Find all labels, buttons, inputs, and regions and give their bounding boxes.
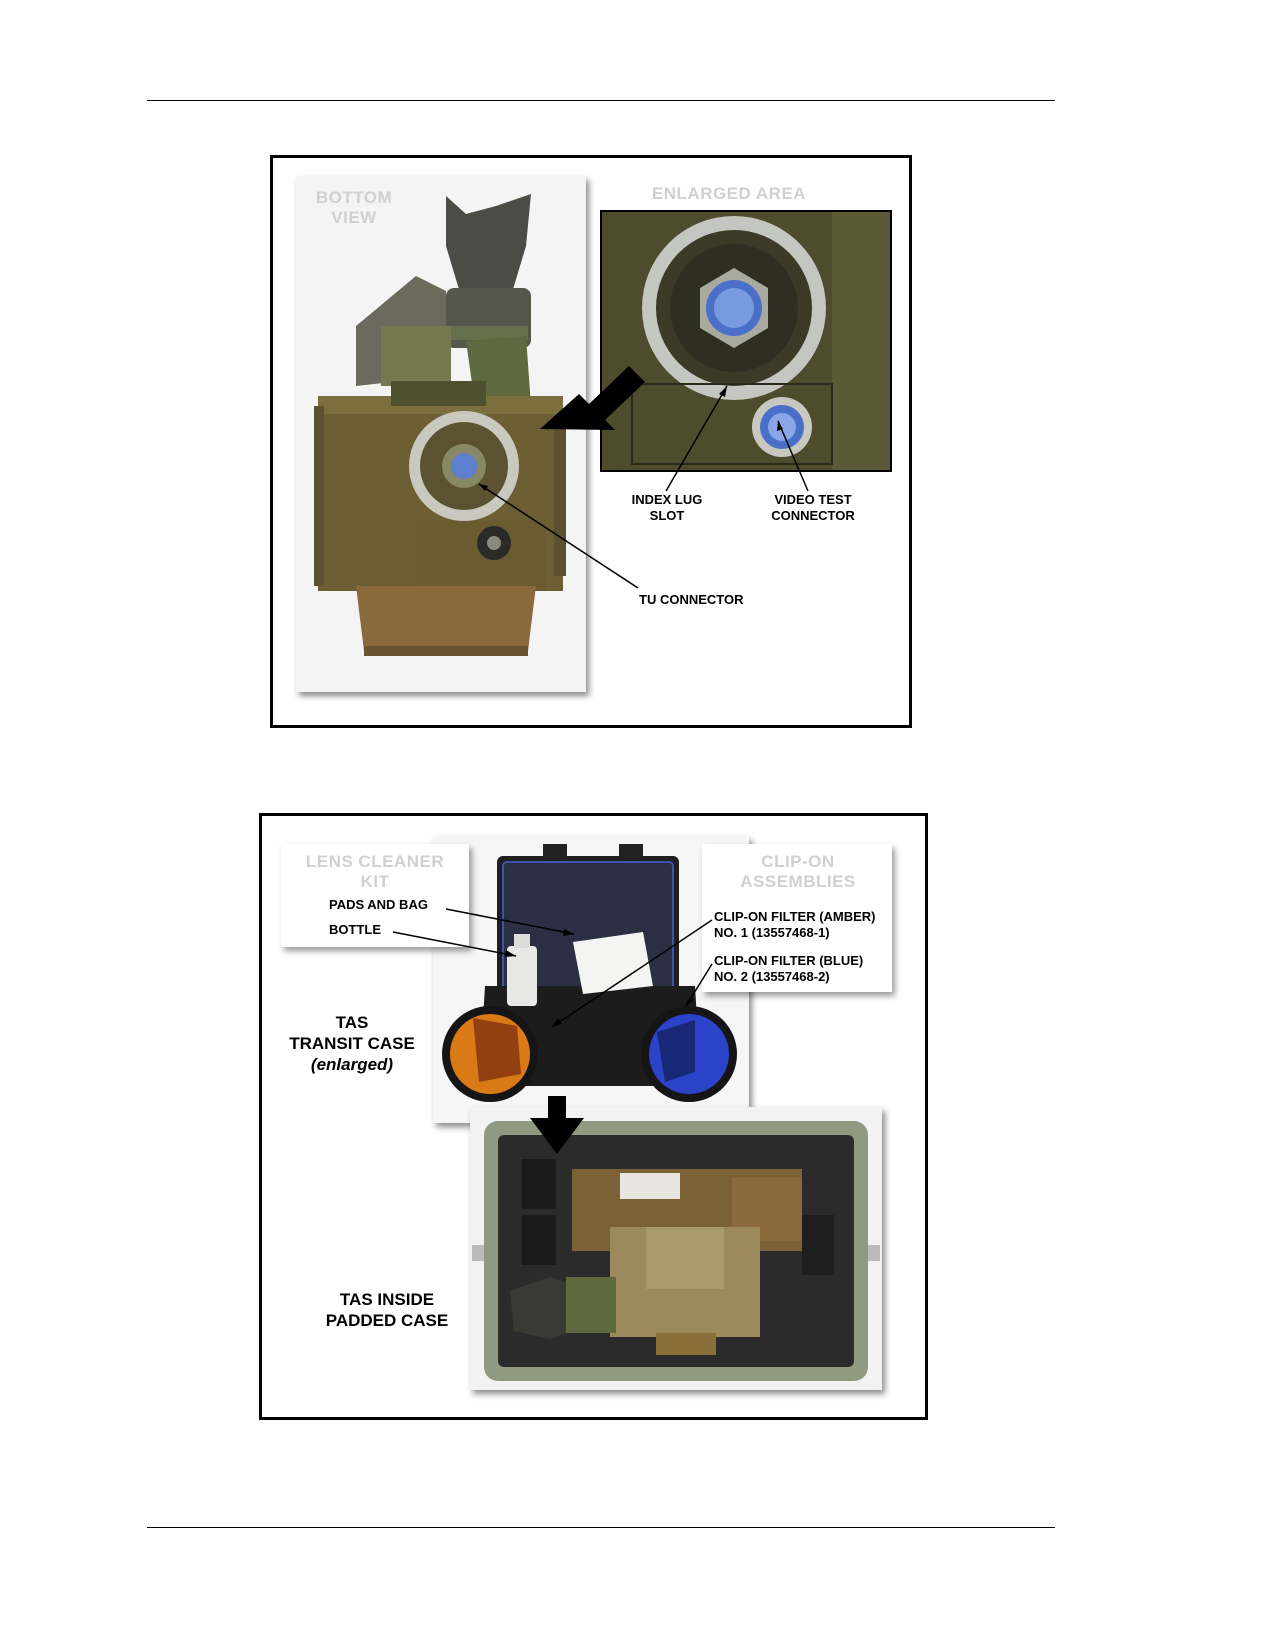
figure-bottom-frame: LENS CLEANER KIT PADS AND BAG BOTTLE CLI… (259, 813, 928, 1420)
transit-case-label-line2: TRANSIT CASE (289, 1034, 415, 1053)
blue-filter-label: CLIP-ON FILTER (BLUE) NO. 2 (13557468-2) (714, 953, 864, 984)
padded-case-illustration (472, 1121, 880, 1381)
header-rule (147, 100, 1055, 101)
transit-case-label-line1: TAS (335, 1013, 369, 1032)
tu-connector-label: TU CONNECTOR (639, 592, 744, 607)
enlarged-area-title: ENLARGED AREA (651, 184, 807, 203)
clip-on-assemblies-callout: CLIP-ON ASSEMBLIES CLIP-ON FILTER (AMBER… (702, 844, 892, 992)
bottom-view-photo: BOTTOM VIEW (296, 176, 586, 692)
video-test-connector-label: VIDEO TEST CONNECTOR (771, 492, 855, 523)
clip-on-assemblies-title: CLIP-ON ASSEMBLIES (740, 852, 856, 891)
index-lug-slot-label: INDEX LUG SLOT (631, 492, 703, 523)
lens-cleaner-kit-callout: LENS CLEANER KIT PADS AND BAG BOTTLE (281, 844, 469, 947)
tas-bottom-view-illustration (314, 194, 566, 656)
pads-and-bag-label: PADS AND BAG (329, 897, 428, 912)
padded-case-photo (470, 1107, 882, 1390)
figure-top-frame: BOTTOM VIEW ENLARGED AREA INDEX LUG SLOT… (270, 155, 912, 728)
lens-cleaner-kit-title: LENS CLEANER KIT (305, 852, 445, 891)
transit-case-label: TAS TRANSIT CASE (enlarged) (282, 1012, 422, 1075)
footer-rule (147, 1527, 1055, 1528)
amber-filter-label: CLIP-ON FILTER (AMBER) NO. 1 (13557468-1… (714, 909, 876, 940)
transit-case-label-line3: (enlarged) (310, 1055, 394, 1074)
bottle-label: BOTTLE (329, 922, 381, 937)
enlarged-connector-illustration (602, 212, 890, 470)
bottom-view-title: BOTTOM VIEW (315, 188, 393, 227)
padded-case-label: TAS INSIDE PADDED CASE (325, 1290, 449, 1330)
enlarged-area-photo (600, 210, 892, 472)
